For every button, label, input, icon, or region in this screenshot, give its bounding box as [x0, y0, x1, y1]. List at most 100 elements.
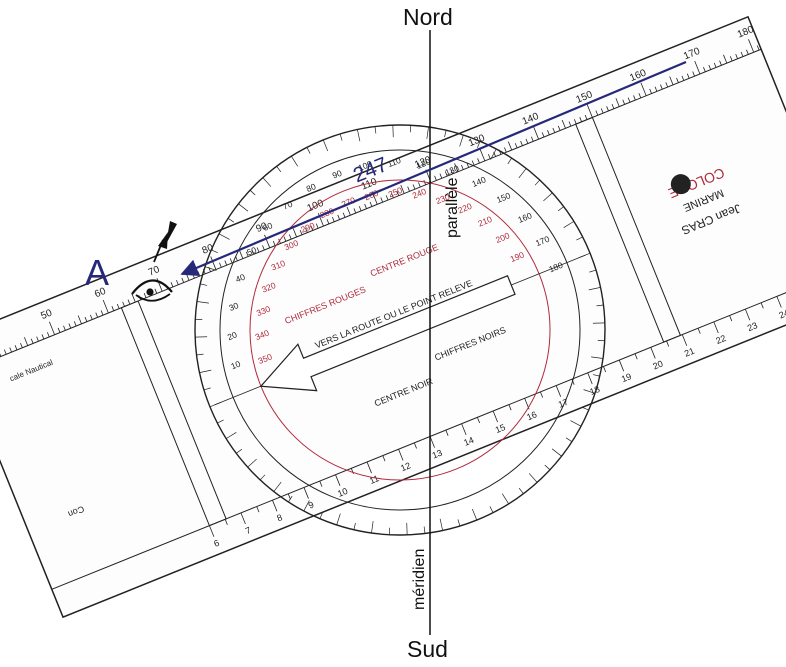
bottom-tick	[492, 410, 498, 423]
top-tick	[611, 103, 615, 109]
top-scale-number: 50	[39, 307, 54, 322]
bottom-tick	[729, 315, 733, 322]
top-tick	[122, 301, 125, 307]
protractor-tick	[303, 500, 310, 512]
top-tick	[251, 249, 254, 255]
protractor-tick	[225, 431, 237, 439]
protractor-tick	[591, 356, 604, 359]
top-tick	[20, 342, 23, 348]
protractor-tick	[336, 513, 341, 526]
top-tick	[131, 293, 136, 303]
protractor-tick	[592, 374, 600, 377]
protractor-tick	[259, 474, 266, 481]
top-tick	[210, 256, 217, 270]
top-tick	[530, 136, 534, 142]
bottom-scale-number: 16	[525, 409, 538, 422]
protractor-tick	[196, 301, 209, 304]
protractor-red-number: 310	[270, 258, 287, 273]
top-tick	[595, 110, 599, 116]
protractor-tick	[227, 218, 235, 223]
protractor-red-number: 230	[434, 191, 451, 206]
bottom-tick	[571, 379, 575, 385]
top-tick	[262, 245, 265, 251]
protractor-red-number: 300	[283, 238, 300, 253]
top-tick	[552, 127, 556, 133]
protractor-tick	[203, 387, 211, 391]
top-tick	[292, 228, 297, 238]
protractor-tick	[589, 269, 597, 273]
top-tick	[127, 299, 131, 305]
protractor-tick	[217, 419, 224, 424]
top-tick	[525, 138, 529, 144]
top-tick	[507, 141, 513, 151]
top-tick	[326, 219, 330, 225]
protractor-black-number: 30	[227, 300, 240, 313]
protractor-black-number: 90	[331, 168, 344, 181]
bottom-tick	[303, 487, 309, 499]
protractor-tick	[236, 448, 243, 454]
bottom-scale-number: 22	[714, 333, 727, 346]
protractor-tick	[371, 521, 374, 534]
protractor-tick	[582, 407, 589, 411]
protractor-black-number: 40	[234, 272, 247, 285]
protractor-tick	[195, 336, 208, 338]
bottom-tick	[681, 334, 688, 346]
top-tick	[391, 193, 394, 198]
protractor-tick	[518, 487, 524, 494]
top-tick	[627, 97, 631, 103]
top-tick	[461, 164, 464, 170]
bottom-tick	[240, 512, 246, 525]
protractor-tick	[570, 420, 582, 427]
top-tick	[49, 321, 55, 335]
top-scale-number: 90	[254, 221, 269, 236]
top-tick	[68, 323, 72, 329]
protractor-tick	[576, 236, 583, 241]
top-tick	[579, 117, 583, 122]
bottom-scale-number: 21	[683, 346, 696, 359]
top-tick	[176, 279, 179, 285]
protractor-tick	[249, 189, 256, 196]
top-tick	[532, 126, 539, 140]
top-tick	[444, 171, 448, 177]
top-tick	[638, 93, 642, 99]
bottom-scale-number: 15	[494, 422, 507, 435]
protractor-tick	[518, 168, 527, 179]
protractor-tick	[374, 126, 377, 134]
protractor-tick	[544, 464, 551, 471]
protractor-black-number: 60	[261, 220, 274, 233]
protractor-tick	[388, 527, 390, 535]
protractor-tick	[306, 147, 311, 154]
protractor-tick	[204, 266, 217, 271]
protractor-red-number: 240	[411, 186, 428, 201]
protractor-tick	[597, 340, 605, 342]
top-tick	[547, 130, 550, 135]
top-tick	[541, 132, 545, 138]
protractor-black-number: 110	[386, 155, 403, 169]
top-tick	[299, 229, 303, 235]
top-tick	[170, 282, 174, 288]
top-tick	[229, 258, 233, 264]
ruler-top-band	[0, 48, 762, 372]
top-tick	[676, 77, 679, 83]
protractor-tick	[426, 126, 429, 139]
top-tick	[622, 99, 626, 105]
top-tick	[181, 277, 185, 283]
protractor-tick	[276, 166, 282, 173]
top-tick	[332, 216, 335, 222]
top-tick	[305, 227, 308, 233]
top-tick	[479, 147, 486, 162]
top-tick	[30, 338, 34, 344]
bottom-tick	[272, 500, 278, 512]
top-tick	[649, 88, 652, 94]
bottom-tick	[461, 423, 467, 436]
top-tick	[574, 119, 577, 125]
protractor-tick	[200, 283, 208, 286]
point-a-label: A	[85, 252, 110, 293]
eye-icon	[131, 221, 177, 302]
top-tick	[669, 76, 674, 86]
protractor-tick	[410, 125, 412, 133]
top-tick	[41, 334, 45, 340]
protractor-tick	[444, 130, 447, 138]
bottom-scale-number: 17	[557, 397, 570, 410]
top-tick	[586, 104, 593, 118]
